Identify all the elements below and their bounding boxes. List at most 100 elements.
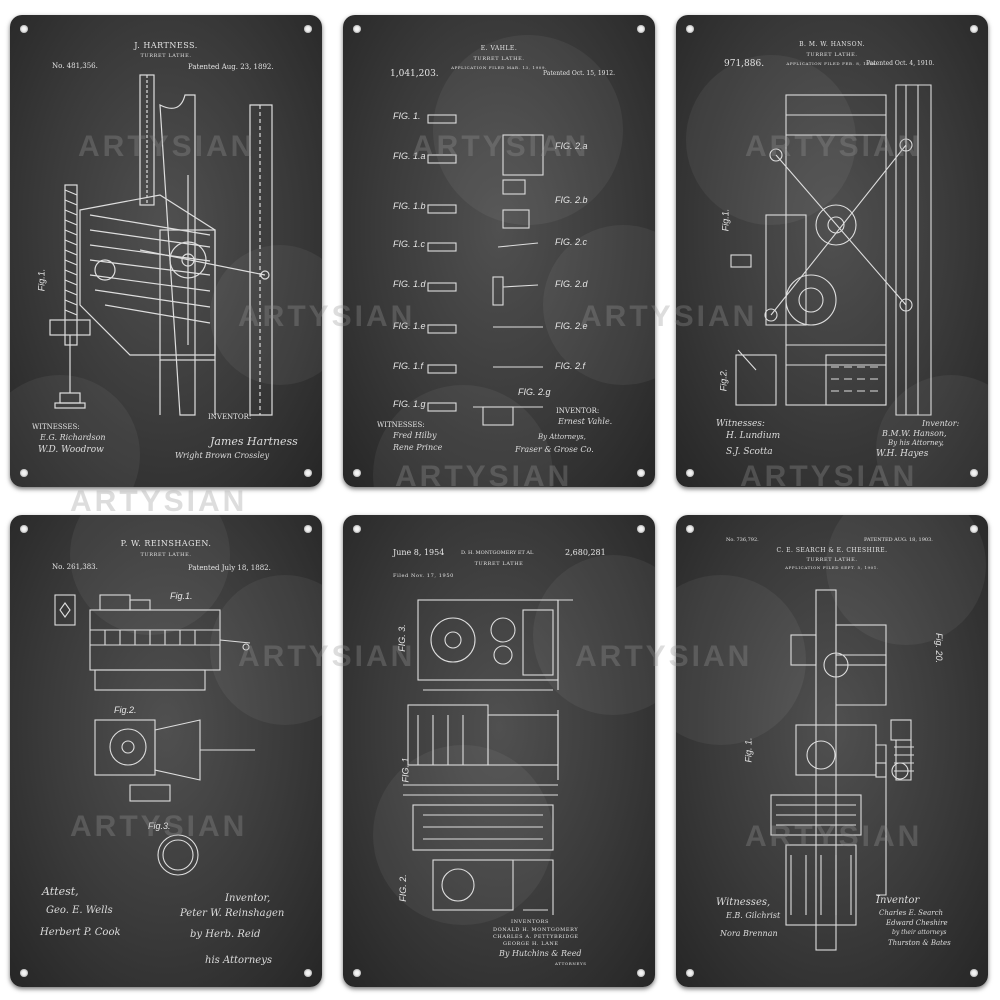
patent-inventor: J. HARTNESS. [134,41,198,50]
mount-hole [637,525,645,533]
mount-hole [686,969,694,977]
inventor-signature: B.M.W. Hanson, [882,429,947,438]
patent-drawing-search-cheshire [770,589,914,951]
figure-label: FIG. 2.f [555,361,586,371]
patent-inventor: B. M. W. HANSON. [799,41,865,48]
inventor-signature: Edward Cheshire [886,919,948,927]
mount-hole [353,525,361,533]
inventor-signature: James Hartness [210,435,298,448]
witness-signature: E.B. Gilchrist [726,911,781,920]
patent-date: June 8, 1954 [393,548,445,557]
attorney-signature: Thurston & Bates [888,939,951,947]
mount-hole [686,525,694,533]
patent-filed: Filed Nov. 17, 1950 [393,573,454,579]
inventor-label: Inventor, [225,893,271,904]
patent-inventor: P. W. REINSHAGEN. [120,539,212,548]
figure-label: FIG. 1 [400,757,411,783]
inventors-label: INVENTORS [511,919,550,925]
figure-label: FIG. 2.a [555,141,588,151]
patent-number: No. 481,356. [52,62,98,70]
inventor-label: INVENTOR: [208,413,252,421]
figure-label: Fig.1. [720,208,731,232]
figure-label: Fig. 1. [743,737,754,763]
witness-signature: H. Lundium [726,431,781,441]
mount-hole [304,525,312,533]
figure-label: FIG. 1.f [393,361,424,371]
inventor-label: Inventor: [922,419,960,428]
figure-label: Fig.1. [170,591,193,601]
mount-hole [637,469,645,477]
patent-filed: APPLICATION FILED FEB. 8, 1906. [786,61,878,66]
poster-montgomery: June 8, 1954 D. H. MONTGOMERY ET AL 2,68… [343,515,655,987]
figure-label: FIG. 1.b [393,201,426,211]
patent-drawing-reinshagen [54,594,255,876]
figure-label: FIG. 1.e [393,321,426,331]
inventor-signature: Charles E. Search [879,909,944,917]
patent-subtitle: TURRET LATHE [474,561,524,567]
patent-subtitle: TURRET LATHE. [140,552,192,558]
mount-hole [353,25,361,33]
witness-signature: Rene Prince [393,443,443,452]
patent-subtitle: TURRET LATHE. [140,53,192,59]
mount-hole [637,25,645,33]
patent-inventor: E. VAHLE. [480,45,518,52]
poster-vahle: E. VAHLE. TURRET LATHE. APPLICATION FILE… [343,15,655,487]
witness-signature: W.D. Woodrow [38,445,104,455]
mount-hole [353,469,361,477]
mount-hole [20,969,28,977]
mount-hole [970,469,978,477]
patent-date: Patented Oct. 4, 1910. [866,60,935,67]
attorney-signature: By Hutchins & Reed [499,949,582,958]
figure-label: Fig.1. [36,268,47,292]
patent-drawing-montgomery [403,599,573,915]
mount-hole [20,469,28,477]
patent-number: No. 261,383. [52,563,98,571]
figure-label: FIG. 2.e [555,321,588,331]
patent-drawing-vahle [427,114,544,426]
inventor-signature: Peter W. Reinshagen [180,908,285,919]
inventor-name: DONALD H. MONTGOMERY [493,927,579,933]
patent-number: 1,041,203. [390,69,439,79]
poster-search-cheshire: No. 736,792. PATENTED AUG. 18, 1903. C. … [676,515,988,987]
witnesses-label: Witnesses: [716,419,765,429]
figure-label: FIG. 1.g [393,399,426,409]
patent-number: No. 736,792. [726,537,759,543]
patent-number: 2,680,281 [565,548,606,557]
poster-reinshagen: P. W. REINSHAGEN. TURRET LATHE. No. 261,… [10,515,322,987]
mount-hole [970,525,978,533]
poster-hartness: J. HARTNESS. TURRET LATHE. No. 481,356. … [10,15,322,487]
attorney-signature: Fraser & Grose Co. [515,445,594,454]
inventor-label: INVENTOR: [556,407,600,415]
patent-filed: APPLICATION FILED SEPT. 5, 1901. [785,565,879,570]
attorney-note: his Attorneys [205,955,272,966]
mount-hole [20,525,28,533]
inventor-name: GEORGE H. LANE [503,941,559,947]
attorney-signature: Wright Brown Crossley [175,451,270,460]
mount-hole [304,969,312,977]
mount-hole [686,469,694,477]
figure-label: FIG. 2.c [555,237,588,247]
patent-date: PATENTED AUG. 18, 1903. [864,537,933,543]
figure-label: Fig.3. [148,821,171,831]
mount-hole [970,25,978,33]
mount-hole [353,969,361,977]
witness-signature: Fred Hilby [393,431,437,440]
attorneys-label: ATTORNEYS [555,961,587,966]
figure-label: Fig.2. [114,705,137,715]
watermark-text: ARTYSIAN [70,485,248,518]
inventor-label: Inventor [876,895,920,906]
figure-label: FIG. 2.g [518,387,551,397]
figure-label: FIG. 1.a [393,151,426,161]
attorney-signature: by their attorneys [892,929,947,936]
patent-drawing-hanson [730,84,932,416]
witnesses-label: Witnesses, [716,897,771,908]
mount-hole [304,25,312,33]
figure-label: FIG. 2.b [555,195,588,205]
patent-drawing-hartness [49,74,273,416]
mount-hole [304,469,312,477]
patent-inventor: C. E. SEARCH & E. CHESHIRE. [776,547,888,554]
patent-date: Patented Oct. 15, 1912. [543,70,616,77]
figure-label: Fig. 20. [934,632,945,664]
attorneys-label: By Attorneys, [538,433,586,441]
figure-label: FIG. 1. [393,111,421,121]
